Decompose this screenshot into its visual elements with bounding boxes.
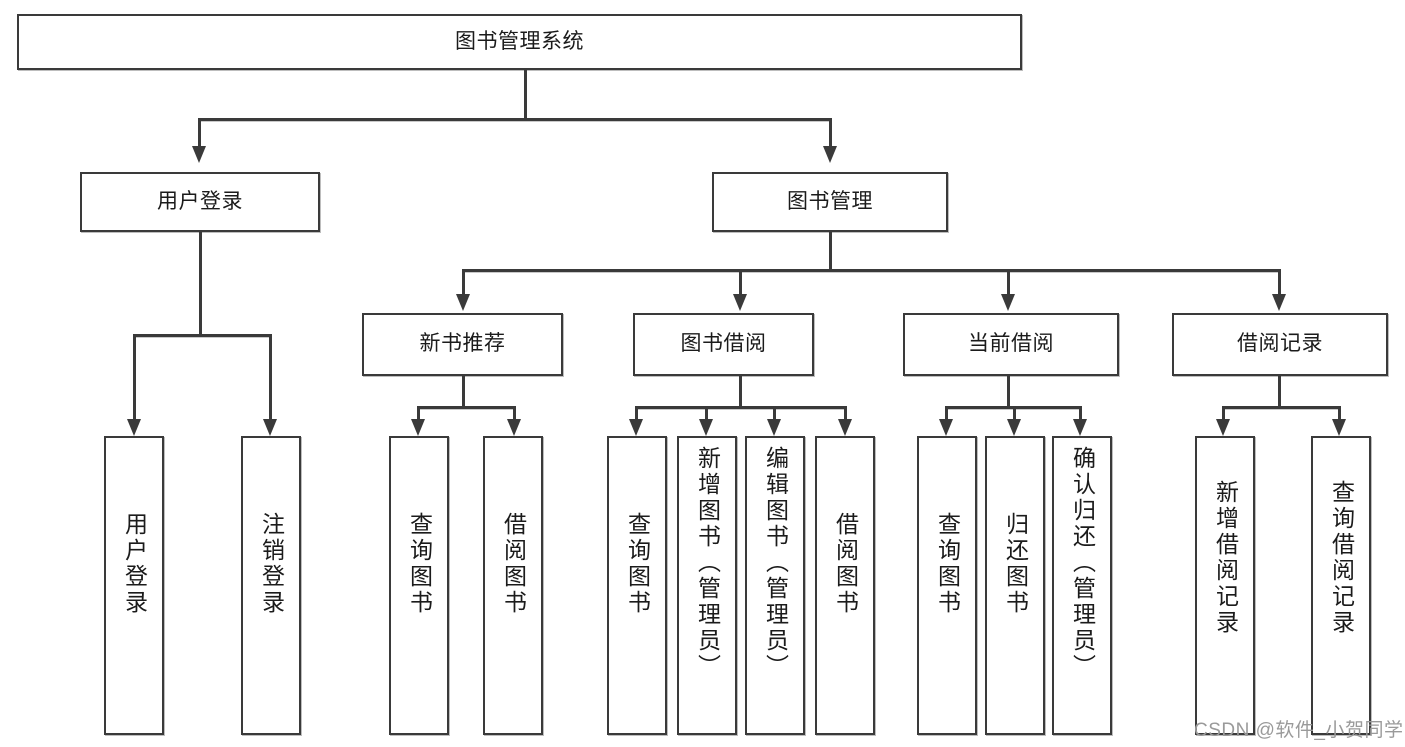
arrow-new-book-leaf-2: [507, 419, 521, 436]
connector-user-login-right: [269, 334, 272, 420]
node-label: 注销登录: [258, 512, 285, 616]
leaf-confirm-return-admin[interactable]: 确认归还（管理员）: [1052, 436, 1112, 735]
connector-borrow-record-stem: [1278, 376, 1281, 408]
node-label: 图书管理系统: [455, 29, 584, 53]
leaf-return-book[interactable]: 归还图书: [985, 436, 1045, 735]
leaf-query-book-recommend[interactable]: 查询图书: [389, 436, 449, 735]
node-current-borrow[interactable]: 当前借阅: [903, 313, 1119, 376]
leaf-add-borrow-record[interactable]: 新增借阅记录: [1195, 436, 1255, 735]
connector-current-borrow-stem: [1007, 376, 1010, 408]
connector-book-borrow-leaf-1: [635, 406, 638, 420]
arrow-bm-to-current-borrow: [1001, 294, 1015, 311]
connector-root-to-book-management: [829, 118, 832, 146]
node-label: 查询图书: [934, 512, 961, 616]
node-label: 新增图书（管理员）: [694, 446, 721, 680]
connector-borrow-record-leaf-2: [1338, 406, 1341, 420]
node-book-borrow[interactable]: 图书借阅: [633, 313, 814, 376]
node-label: 用户登录: [121, 512, 148, 616]
connector-book-management-stem: [829, 232, 832, 271]
connector-root-stem: [524, 70, 527, 119]
arrow-book-borrow-leaf-1: [629, 419, 643, 436]
connector-bm-to-current-borrow: [1007, 269, 1010, 294]
arrow-borrow-record-leaf-2: [1332, 419, 1346, 436]
connector-book-borrow-bus: [635, 406, 847, 409]
arrow-root-to-user-login: [192, 146, 206, 163]
connector-borrow-record-leaf-1: [1222, 406, 1225, 420]
node-label: 用户登录: [157, 189, 243, 213]
watermark-text: CSDN @软件_小贺同学: [1194, 720, 1404, 741]
node-borrow-record[interactable]: 借阅记录: [1172, 313, 1388, 376]
leaf-user-login[interactable]: 用户登录: [104, 436, 164, 735]
node-user-login[interactable]: 用户登录: [80, 172, 320, 232]
node-label: 编辑图书（管理员）: [762, 446, 789, 680]
node-label: 借阅图书: [500, 512, 527, 616]
connector-current-borrow-leaf-2: [1013, 406, 1016, 420]
connector-bm-to-book-borrow: [739, 269, 742, 294]
arrow-book-borrow-leaf-4: [838, 419, 852, 436]
node-label: 归还图书: [1002, 512, 1029, 616]
arrow-bm-to-book-borrow: [733, 294, 747, 311]
connector-borrow-record-bus: [1222, 406, 1341, 409]
leaf-borrow-book[interactable]: 借阅图书: [815, 436, 875, 735]
node-root-book-management-system[interactable]: 图书管理系统: [17, 14, 1022, 70]
node-new-book-recommend[interactable]: 新书推荐: [362, 313, 563, 376]
connector-new-book-stem: [462, 376, 465, 408]
arrow-book-borrow-leaf-2: [699, 419, 713, 436]
connector-current-borrow-leaf-1: [945, 406, 948, 420]
node-label: 确认归还（管理员）: [1069, 446, 1096, 680]
leaf-add-book-admin[interactable]: 新增图书（管理员）: [677, 436, 737, 735]
arrow-current-borrow-leaf-1: [939, 419, 953, 436]
connector-new-book-leaf-1: [417, 406, 420, 420]
connector-user-login-bus: [133, 334, 272, 337]
arrow-current-borrow-leaf-2: [1007, 419, 1021, 436]
node-label: 图书管理: [787, 189, 873, 213]
connector-current-borrow-leaf-3: [1079, 406, 1082, 420]
arrow-bm-to-borrow-record: [1272, 294, 1286, 311]
arrow-bm-to-new-book-recommend: [456, 294, 470, 311]
leaf-logout-login[interactable]: 注销登录: [241, 436, 301, 735]
connector-book-management-bus: [462, 269, 1281, 272]
node-book-management[interactable]: 图书管理: [712, 172, 948, 232]
connector-bm-to-borrow-record: [1278, 269, 1281, 294]
connector-book-borrow-leaf-3: [773, 406, 776, 420]
arrow-book-borrow-leaf-3: [767, 419, 781, 436]
connector-root-bus: [198, 118, 830, 121]
node-label: 当前借阅: [968, 332, 1054, 356]
node-label: 查询借阅记录: [1328, 480, 1355, 636]
connector-user-login-left: [133, 334, 136, 420]
connector-book-borrow-stem: [739, 376, 742, 408]
leaf-query-borrow-record[interactable]: 查询借阅记录: [1311, 436, 1371, 735]
connector-book-borrow-leaf-4: [844, 406, 847, 420]
leaf-borrow-book-recommend[interactable]: 借阅图书: [483, 436, 543, 735]
arrow-user-login-leaf-2: [263, 419, 277, 436]
arrow-new-book-leaf-1: [411, 419, 425, 436]
arrow-borrow-record-leaf-1: [1216, 419, 1230, 436]
connector-new-book-bus: [417, 406, 516, 409]
connector-book-borrow-leaf-2: [705, 406, 708, 420]
connector-user-login-stem: [199, 232, 202, 335]
leaf-edit-book-admin[interactable]: 编辑图书（管理员）: [745, 436, 805, 735]
arrow-root-to-book-management: [823, 146, 837, 163]
connector-new-book-leaf-2: [513, 406, 516, 420]
leaf-query-book-current[interactable]: 查询图书: [917, 436, 977, 735]
node-label: 查询图书: [624, 512, 651, 616]
connector-root-to-user-login: [198, 118, 201, 146]
leaf-query-book-borrow[interactable]: 查询图书: [607, 436, 667, 735]
arrow-user-login-leaf-1: [127, 419, 141, 436]
node-label: 借阅记录: [1237, 332, 1323, 356]
node-label: 图书借阅: [680, 332, 767, 356]
node-label: 借阅图书: [832, 512, 859, 616]
arrow-current-borrow-leaf-3: [1073, 419, 1087, 436]
node-label: 新书推荐: [419, 332, 506, 356]
node-label: 查询图书: [406, 512, 433, 616]
connector-bm-to-new-book: [462, 269, 465, 294]
node-label: 新增借阅记录: [1212, 480, 1239, 636]
